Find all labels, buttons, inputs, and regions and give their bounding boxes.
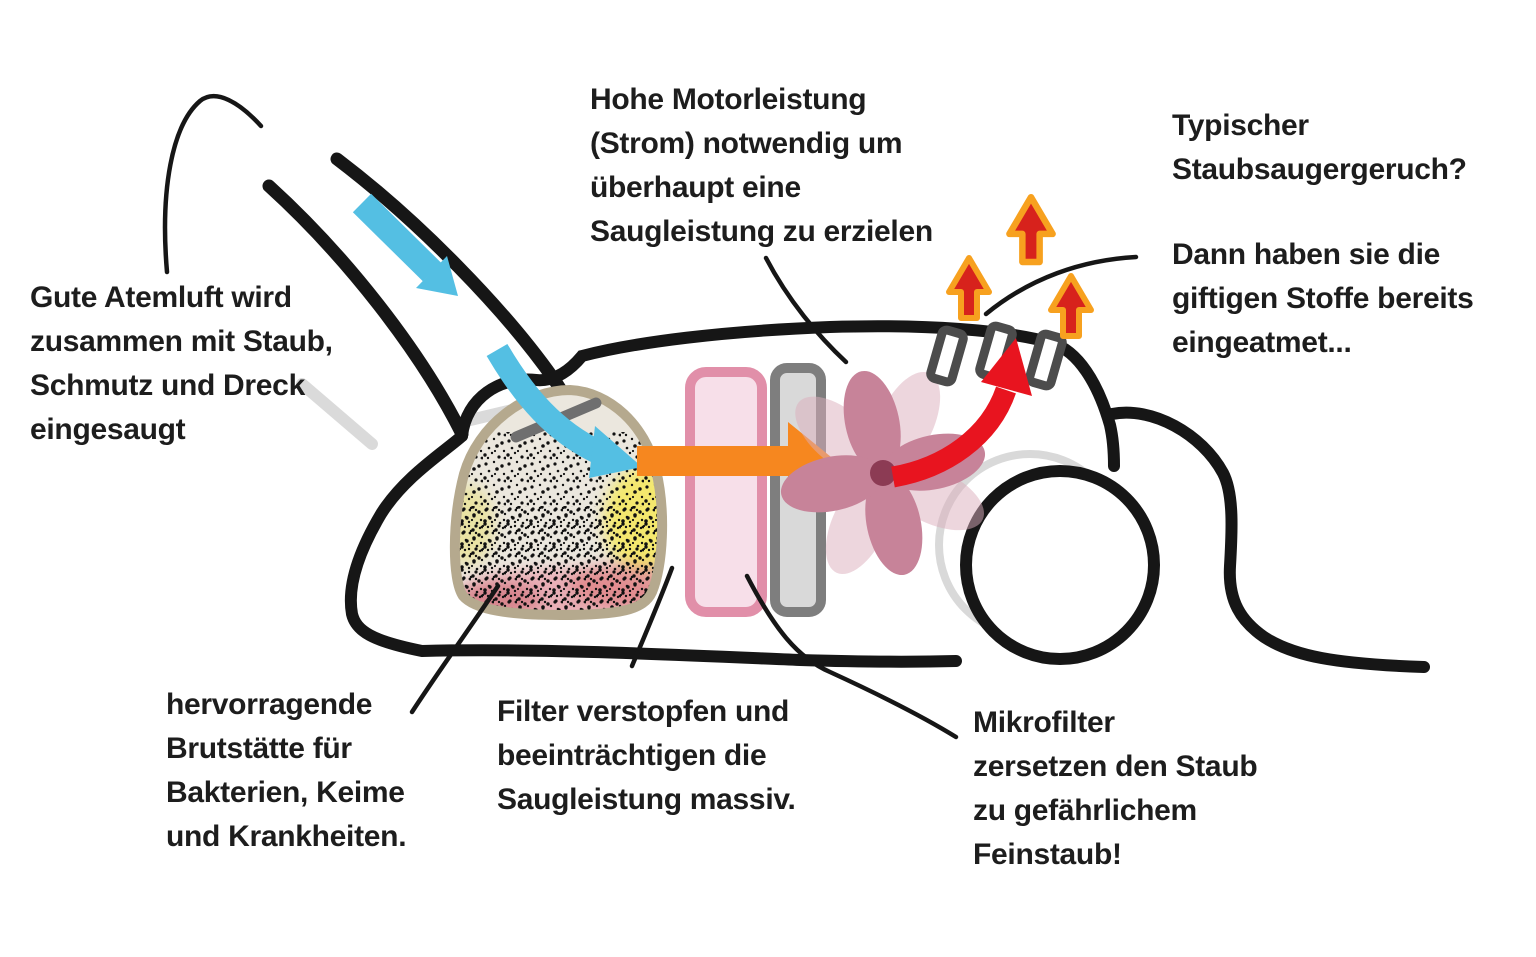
wheel: [960, 465, 1160, 665]
hose-inner-line: [262, 179, 469, 441]
leader-inhaled: [983, 254, 1139, 317]
exhaust-arrow-right: [1048, 273, 1094, 339]
label-motor: Hohe Motorleistung (Strom) notwendig um …: [590, 78, 933, 254]
label-line: eingesaugt: [30, 413, 186, 446]
label-line: Saugleistung massiv.: [497, 783, 796, 816]
label-line: Hohe Motorleistung: [590, 83, 867, 116]
leader-filter: [629, 565, 675, 669]
label-filter: Filter verstopfen und beeinträchtigen di…: [497, 690, 796, 822]
intake-airflow-arrow-2: [486, 343, 642, 478]
leader-lines: [162, 94, 1139, 740]
label-line: zusammen mit Staub,: [30, 325, 333, 358]
exhaust-flow-arrow: [891, 338, 1032, 488]
label-line: Dann haben sie die: [1172, 238, 1440, 271]
label-line: Schmutz und Dreck: [30, 369, 305, 402]
label-line: und Krankheiten.: [166, 820, 407, 853]
power-cord: [1106, 406, 1430, 673]
label-line: zersetzen den Staub: [973, 750, 1258, 783]
exhaust-arrow-middle: [1006, 193, 1056, 266]
label-bag: hervorragende Brutstätte für Bakterien, …: [166, 683, 407, 859]
exhaust-arrow-left: [946, 255, 992, 321]
label-smell: Typischer Staubsaugergeruch?: [1172, 104, 1467, 192]
label-line: hervorragende: [166, 688, 373, 721]
motor-fan: [780, 370, 986, 576]
pink-filter: [685, 367, 767, 617]
exhaust-air-arrows: [946, 193, 1094, 339]
label-line: überhaupt eine: [590, 171, 801, 204]
leader-microfilter: [744, 573, 959, 740]
label-intake: Gute Atemluft wird zusammen mit Staub, S…: [30, 276, 333, 452]
exhaust-vents: [926, 321, 1067, 391]
label-line: Filter verstopfen und: [497, 695, 790, 728]
label-line: zu gefährlichem: [973, 794, 1197, 827]
label-line: Feinstaub!: [973, 838, 1122, 871]
label-line: eingeatmet...: [1172, 326, 1352, 359]
label-line: Brutstätte für: [166, 732, 352, 765]
label-line: Typischer: [1172, 109, 1309, 142]
label-microfilter: Mikrofilter zersetzen den Staub zu gefäh…: [973, 701, 1258, 877]
label-line: Saugleistung zu erzielen: [590, 215, 933, 248]
label-line: Gute Atemluft wird: [30, 281, 292, 314]
label-inhaled: Dann haben sie die giftigen Stoffe berei…: [1172, 233, 1474, 365]
label-line: (Strom) notwendig um: [590, 127, 903, 160]
label-line: Staubsaugergeruch?: [1172, 153, 1467, 186]
label-line: beeinträchtigen die: [497, 739, 767, 772]
transfer-arrow: [637, 422, 836, 500]
leader-motor: [763, 255, 849, 365]
fan-hub: [870, 460, 896, 486]
dust-bag: [449, 384, 668, 621]
body-front-bottom-edge: [344, 430, 962, 668]
leader-intake: [162, 94, 264, 275]
label-line: Mikrofilter: [973, 706, 1115, 739]
body-top-edge: [456, 320, 1120, 472]
vacuum-body-outline: [344, 320, 1120, 668]
leader-bag: [409, 583, 501, 715]
label-line: giftigen Stoffe bereits: [1172, 282, 1474, 315]
intake-airflow-arrow-1: [352, 193, 458, 296]
label-line: Bakterien, Keime: [166, 776, 405, 809]
